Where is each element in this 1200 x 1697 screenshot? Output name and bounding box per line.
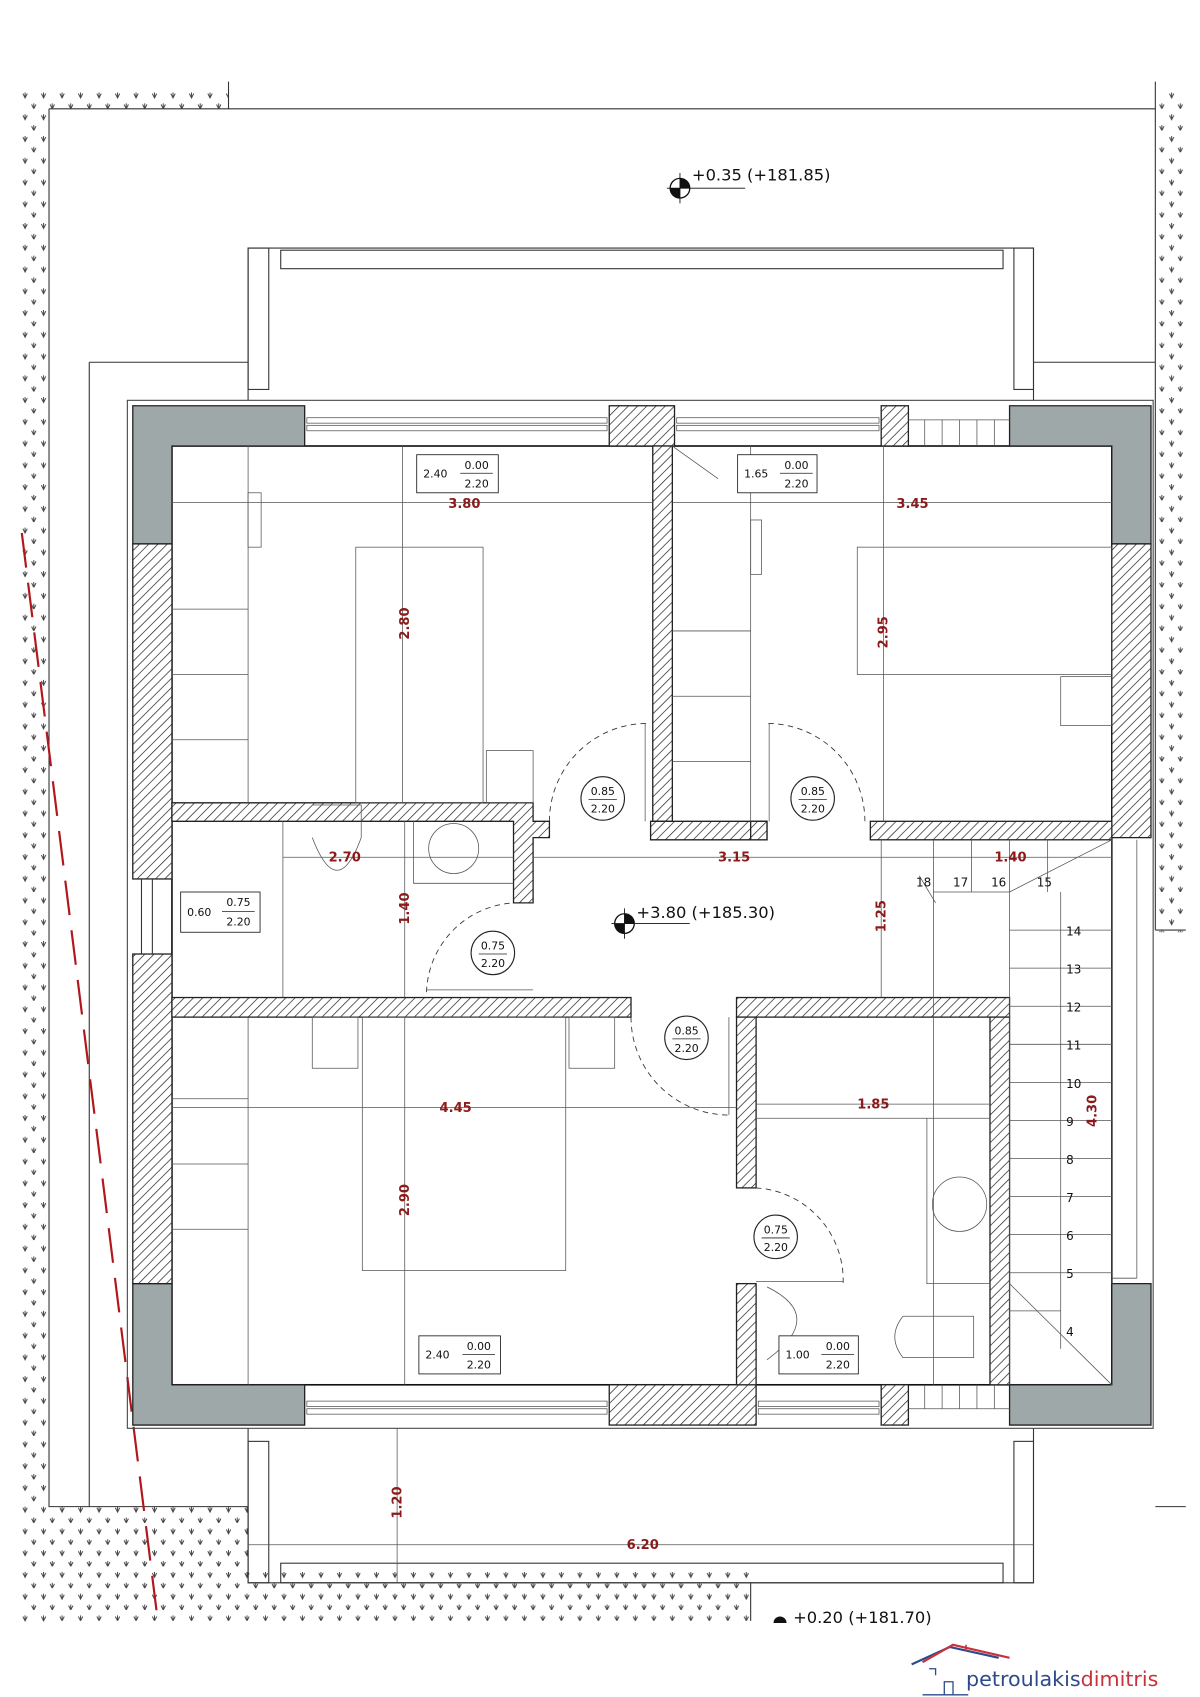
svg-text:2.20: 2.20 (481, 957, 505, 970)
window-tag: 2.40 0.00 2.20 (416, 454, 499, 494)
svg-text:2.20: 2.20 (675, 1042, 699, 1055)
svg-text:1.65: 1.65 (744, 468, 768, 481)
window-tag: 1.65 0.00 2.20 (737, 454, 818, 494)
svg-text:0.85: 0.85 (801, 785, 825, 798)
svg-text:0.85: 0.85 (591, 785, 615, 798)
step-number: 16 (991, 876, 1006, 890)
building-outline (126, 399, 1154, 1429)
dimension-label: 3.45 (896, 497, 928, 512)
dimension-label: 4.30 (1086, 1095, 1101, 1127)
svg-text:2.40: 2.40 (423, 468, 447, 481)
svg-text:2.20: 2.20 (784, 477, 808, 490)
svg-text:2.20: 2.20 (826, 1358, 850, 1371)
staircase: 18 17 16 15 14 13 12 11 10 9 8 7 6 5 4 (916, 839, 1138, 1386)
svg-text:1.00: 1.00 (785, 1349, 809, 1362)
svg-text:0.85: 0.85 (675, 1025, 699, 1038)
svg-text:0.75: 0.75 (764, 1224, 788, 1237)
exterior-walls (132, 405, 1152, 1426)
elevation-marker-floor: +3.80 (+185.30) (611, 903, 775, 939)
elevation-marker-bottom: +0.20 (+181.70) (773, 1608, 932, 1627)
step-number: 17 (953, 876, 968, 890)
dimension-label: 1.20 (390, 1486, 405, 1518)
bottom-terrace (247, 1428, 1035, 1584)
elevation-marker-top: +0.35 (+181.85) (666, 166, 831, 204)
elevation-label: +3.80 (+185.30) (636, 903, 775, 922)
company-logo: petroulakis dimitris (911, 1643, 1159, 1696)
window-tag: 0.60 0.75 2.20 (180, 891, 261, 933)
svg-text:petroulakis: petroulakis (966, 1667, 1081, 1691)
dimension-label: 2.80 (398, 607, 413, 639)
step-number: 7 (1066, 1191, 1074, 1205)
dimension-label: 3.15 (718, 851, 750, 866)
door-tag: 0.75 2.20 (753, 1214, 798, 1260)
step-number: 11 (1066, 1039, 1081, 1053)
dimension-label: 1.40 (398, 892, 413, 924)
door-tag: 0.85 2.20 (790, 776, 835, 821)
dimension-label: 2.90 (398, 1184, 413, 1216)
svg-text:0.75: 0.75 (226, 896, 250, 909)
svg-text:2.20: 2.20 (591, 803, 615, 816)
dimension-label: 6.20 (627, 1538, 659, 1553)
svg-text:0.75: 0.75 (481, 940, 505, 953)
door-tag: 0.75 2.20 (470, 930, 516, 976)
furniture (171, 445, 1113, 1385)
stair-step-numbers: 18 17 16 15 14 13 12 11 10 9 8 7 6 5 4 (916, 876, 1081, 1339)
step-number: 4 (1066, 1325, 1074, 1339)
dimension-label: 4.45 (440, 1101, 472, 1116)
windows (306, 417, 880, 1415)
planting-area (19, 89, 1187, 1624)
svg-text:0.00: 0.00 (826, 1340, 850, 1353)
window-tag: 1.00 0.00 2.20 (778, 1335, 859, 1375)
step-number: 8 (1066, 1153, 1074, 1167)
site-lines (48, 81, 1186, 1621)
step-number: 15 (1037, 876, 1052, 890)
step-number: 10 (1066, 1077, 1081, 1091)
elevation-label: +0.20 (+181.70) (793, 1608, 932, 1627)
dimensions: 3.80 3.45 2.80 2.95 2.70 3.15 1.40 1.40 … (329, 497, 1101, 1553)
dimension-label: 3.80 (448, 497, 480, 512)
svg-text:dimitris: dimitris (1081, 1667, 1159, 1691)
svg-text:0.00: 0.00 (465, 459, 489, 472)
svg-text:2.20: 2.20 (226, 916, 250, 929)
top-terrace (247, 247, 1035, 401)
svg-text:0.00: 0.00 (467, 1340, 491, 1353)
property-boundary-line (20, 532, 159, 1621)
dimension-label: 1.25 (875, 900, 890, 932)
step-number: 6 (1066, 1229, 1074, 1243)
step-number: 9 (1066, 1115, 1074, 1129)
svg-text:2.20: 2.20 (801, 803, 825, 816)
svg-text:2.20: 2.20 (465, 477, 489, 490)
step-number: 12 (1066, 1001, 1081, 1015)
door-swings (426, 722, 866, 1284)
interior-walls (171, 445, 1113, 1386)
elevation-label: +0.35 (+181.85) (692, 166, 831, 185)
step-number: 14 (1066, 925, 1081, 939)
dimension-lines (171, 446, 1112, 1583)
svg-text:0.00: 0.00 (784, 459, 808, 472)
window-tag: 2.40 0.00 2.20 (418, 1335, 501, 1375)
svg-text:2.20: 2.20 (467, 1358, 491, 1371)
svg-text:0.60: 0.60 (187, 906, 211, 919)
step-number: 18 (916, 876, 931, 890)
dimension-label: 2.70 (329, 851, 361, 866)
step-number: 5 (1066, 1267, 1074, 1281)
dimension-label: 1.85 (857, 1097, 889, 1112)
door-tag: 0.85 2.20 (580, 776, 626, 821)
svg-text:2.40: 2.40 (425, 1349, 449, 1362)
dimension-label: 2.95 (877, 616, 892, 648)
svg-text:2.20: 2.20 (764, 1241, 788, 1254)
dimension-label: 1.40 (994, 851, 1026, 866)
door-tag: 0.85 2.20 (664, 1015, 709, 1061)
step-number: 13 (1066, 963, 1081, 977)
